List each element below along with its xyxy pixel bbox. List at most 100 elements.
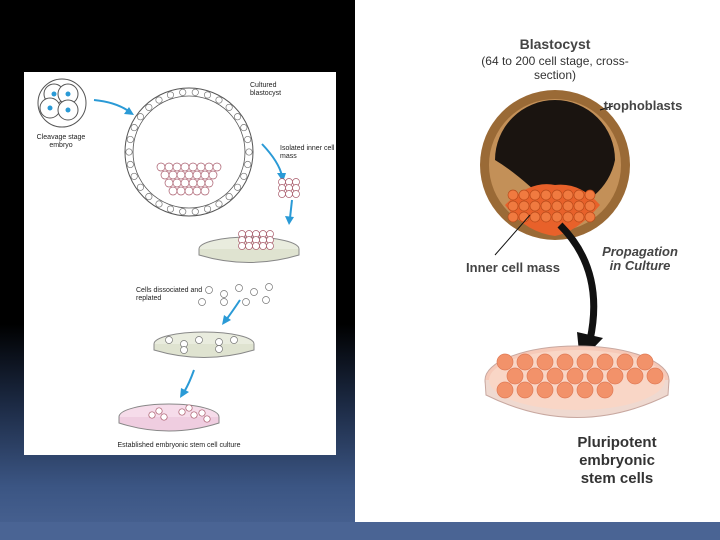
icm-cell	[185, 171, 193, 179]
icm-cell-large	[552, 212, 562, 222]
label-inner-cell-mass: Inner cell mass	[453, 260, 573, 275]
label-isolated: Isolated inner cell mass	[280, 145, 336, 161]
dissociated-cell	[251, 289, 258, 296]
icm-cell	[193, 187, 201, 195]
trophoblast-cell	[127, 161, 133, 167]
icm-cell	[213, 163, 221, 171]
stem-cell	[537, 354, 553, 370]
dissociated-cell	[236, 285, 243, 292]
icm-cell	[205, 179, 213, 187]
dish3-cell	[186, 405, 192, 411]
trophoblast-cell	[131, 124, 137, 130]
petri-dish-2	[154, 332, 254, 358]
icm-cell	[165, 163, 173, 171]
trophoblast-cell	[244, 136, 250, 142]
icm-cell-large	[519, 201, 529, 211]
label-cultured: Cultured blastocyst	[250, 82, 290, 98]
label-pluripotent: Pluripotent embryonic stem cells	[562, 434, 672, 488]
right-diagram-panel: Blastocyst (64 to 200 cell stage, cross-…	[355, 0, 720, 522]
icm-cell	[173, 179, 181, 187]
icm-cell	[197, 179, 205, 187]
icm-cell	[173, 163, 181, 171]
icm-cell	[205, 163, 213, 171]
dissociated-cell	[243, 299, 250, 306]
dish2-cell	[166, 337, 173, 344]
icm-cell-large	[563, 190, 573, 200]
stem-cell	[647, 368, 663, 384]
stem-cell	[567, 368, 583, 384]
dish3-cell	[179, 409, 185, 415]
stem-cell	[577, 382, 593, 398]
dish2-cell	[216, 346, 223, 353]
icm-cell	[157, 163, 165, 171]
trophoblast-cell	[146, 193, 152, 199]
icm-cell-large	[552, 201, 562, 211]
dish1-cell	[239, 243, 246, 250]
dissociated-cell	[206, 287, 213, 294]
label-cleavage: Cleavage stage embryo	[26, 134, 96, 150]
petri-dish-1	[199, 231, 299, 263]
icm-cell-large	[574, 190, 584, 200]
trophoblast-cell	[137, 184, 143, 190]
dish1-cell	[253, 243, 260, 250]
icm-cell-large	[530, 190, 540, 200]
dish3-cell	[149, 412, 155, 418]
stem-cell	[507, 368, 523, 384]
icm-cell-large	[585, 190, 595, 200]
trophoblast-cell	[216, 97, 222, 103]
dish2-cell	[231, 337, 238, 344]
stem-cell	[527, 368, 543, 384]
trophoblast-cell	[137, 114, 143, 120]
icm-cell	[201, 187, 209, 195]
label-trophoblasts: trophoblasts	[593, 98, 693, 113]
icm-cell-large	[574, 212, 584, 222]
icm-cell	[169, 171, 177, 179]
isolated-cell	[279, 191, 286, 198]
trophoblast-cell	[234, 114, 240, 120]
dish3-cell	[204, 416, 210, 422]
icm-cell-large	[563, 212, 573, 222]
stem-cell	[577, 354, 593, 370]
stem-cell	[587, 368, 603, 384]
arrow-to-dish1	[290, 200, 292, 218]
stem-cell	[627, 368, 643, 384]
icm-cell-large	[585, 201, 595, 211]
stem-cell	[497, 382, 513, 398]
trophoblast-cell	[226, 193, 232, 199]
left-diagram-panel: Cleavage stage embryo Cultured blastocys…	[24, 72, 336, 455]
trophoblast-cell	[234, 184, 240, 190]
label-dissociated: Cells dissociated and replated	[136, 287, 206, 303]
bottom-band	[0, 522, 720, 540]
stem-cell	[597, 382, 613, 398]
label-established: Established embryonic stem cell culture	[94, 442, 264, 450]
dissociated-cell	[266, 284, 273, 291]
dish3-cell	[161, 414, 167, 420]
icm-cell-large	[541, 201, 551, 211]
stem-cell	[617, 354, 633, 370]
trophoblast-cell	[180, 89, 186, 95]
dish2-cell	[181, 347, 188, 354]
icm-cell	[209, 171, 217, 179]
left-diagram-svg	[24, 72, 336, 455]
stem-cell	[637, 354, 653, 370]
cultured-blastocyst	[125, 88, 253, 216]
icm-cell-large	[519, 212, 529, 222]
icm-cell-large	[541, 212, 551, 222]
arrow-to-dish2	[226, 300, 240, 320]
isolated-icm-cluster	[279, 179, 300, 198]
arrow-to-blastocyst	[94, 100, 130, 112]
trophoblast-cell	[126, 149, 132, 155]
icm-cell-large	[530, 201, 540, 211]
culture-dish	[485, 346, 669, 418]
title-blastocyst: Blastocyst	[475, 36, 635, 52]
dish2-cell	[196, 337, 203, 344]
arrow-to-dish3	[184, 370, 194, 392]
dish1-cell	[260, 243, 267, 250]
dissociated-cell	[221, 291, 228, 298]
stem-cell	[597, 354, 613, 370]
arrow-to-isolated	[262, 144, 282, 176]
trophoblast-cell	[192, 89, 198, 95]
dish3-cell	[156, 408, 162, 414]
dissociated-cell	[221, 299, 228, 306]
stem-cell	[607, 368, 623, 384]
